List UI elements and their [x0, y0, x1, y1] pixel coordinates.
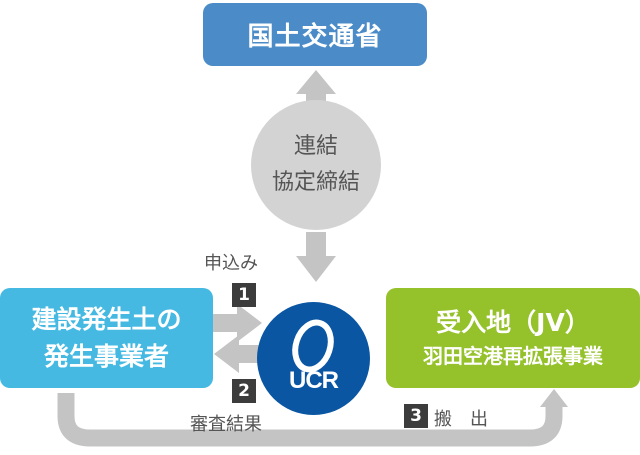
ucr-logo-text: UCR — [289, 367, 339, 394]
arrow-transport — [57, 389, 568, 447]
arrow-review-result — [214, 335, 262, 373]
agreement-line1: 連結 — [293, 134, 338, 159]
step1-number: 1 — [232, 283, 256, 307]
ucr-emblem-icon — [292, 319, 334, 373]
ministry-box: 国土交通省 — [203, 3, 427, 66]
step3-number: 3 — [404, 404, 428, 428]
generator-line2: 発生事業者 — [43, 342, 169, 371]
generator-box: 建設発生土の 発生事業者 — [0, 288, 213, 388]
arrow-down-to-ucr — [296, 232, 336, 282]
agreement-circle: 連結 協定締結 — [251, 100, 381, 230]
ministry-label: 国土交通省 — [247, 22, 383, 52]
generator-line1: 建設発生土の — [31, 305, 182, 334]
receiver-line1: 受入地（JV） — [436, 308, 590, 337]
agreement-line2: 協定締結 — [271, 170, 360, 195]
step2-label: 審査結果 — [190, 414, 262, 435]
receiver-box: 受入地（JV） 羽田空港再拡張事業 — [386, 288, 640, 388]
step2-number: 2 — [232, 379, 256, 403]
receiver-line2: 羽田空港再拡張事業 — [423, 344, 603, 368]
ucr-logo: UCR — [257, 302, 370, 415]
step3-label: 搬 出 — [434, 409, 488, 430]
step1-label: 申込み — [204, 253, 258, 274]
arrow-application — [213, 304, 262, 342]
